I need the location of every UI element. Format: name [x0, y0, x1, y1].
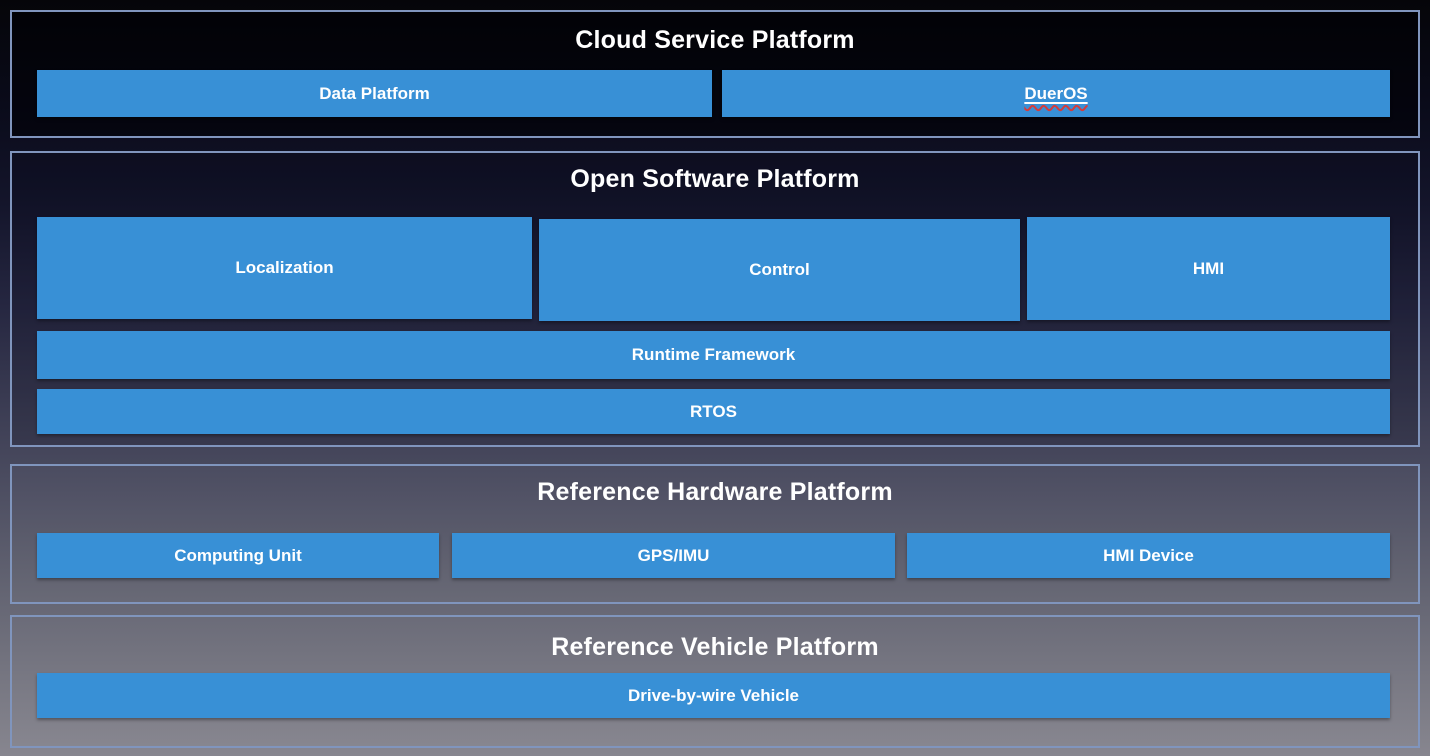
box-gps-imu: GPS/IMU — [452, 533, 895, 578]
box-label: RTOS — [690, 401, 737, 421]
box-hmi: HMI — [1027, 217, 1390, 320]
box-rtos: RTOS — [37, 389, 1390, 434]
box-label: Runtime Framework — [631, 345, 796, 364]
box-runtime-framework: Runtime Framework — [37, 331, 1390, 379]
box-label: Control — [749, 260, 810, 279]
section-reference-vehicle-platform: Reference Vehicle Platform Drive-by-wire… — [10, 615, 1420, 748]
section-cloud-service-platform: Cloud Service Platform Data Platform Due… — [10, 10, 1420, 138]
spellcheck-underline: DuerOS — [1024, 83, 1088, 103]
box-label: Drive-by-wire Vehicle — [627, 685, 800, 705]
section-title: Open Software Platform — [570, 165, 860, 193]
box-data-platform: Data Platform — [37, 70, 712, 117]
box-label: Localization — [235, 258, 334, 277]
box-hmi-device: HMI Device — [907, 533, 1390, 578]
box-label: HMI Device — [1103, 545, 1194, 565]
box-computing-unit: Computing Unit — [37, 533, 439, 578]
box-label-underlined: DuerOS — [1024, 84, 1087, 104]
box-label: GPS/IMU — [637, 545, 710, 565]
box-control: Control — [539, 219, 1020, 321]
section-reference-hardware-platform: Reference Hardware Platform Computing Un… — [10, 464, 1420, 604]
box-dueros: DuerOS — [722, 70, 1390, 117]
section-title: Reference Hardware Platform — [537, 478, 893, 506]
box-drive-by-wire-vehicle: Drive-by-wire Vehicle — [37, 673, 1390, 718]
box-localization: Localization — [37, 217, 532, 319]
box-label: Data Platform — [319, 83, 430, 103]
box-label: HMI — [1192, 258, 1225, 278]
section-title: Cloud Service Platform — [575, 26, 855, 54]
box-label: Computing Unit — [174, 545, 302, 565]
section-open-software-platform: Open Software Platform Localization Cont… — [10, 151, 1420, 447]
section-title: Reference Vehicle Platform — [551, 633, 879, 661]
